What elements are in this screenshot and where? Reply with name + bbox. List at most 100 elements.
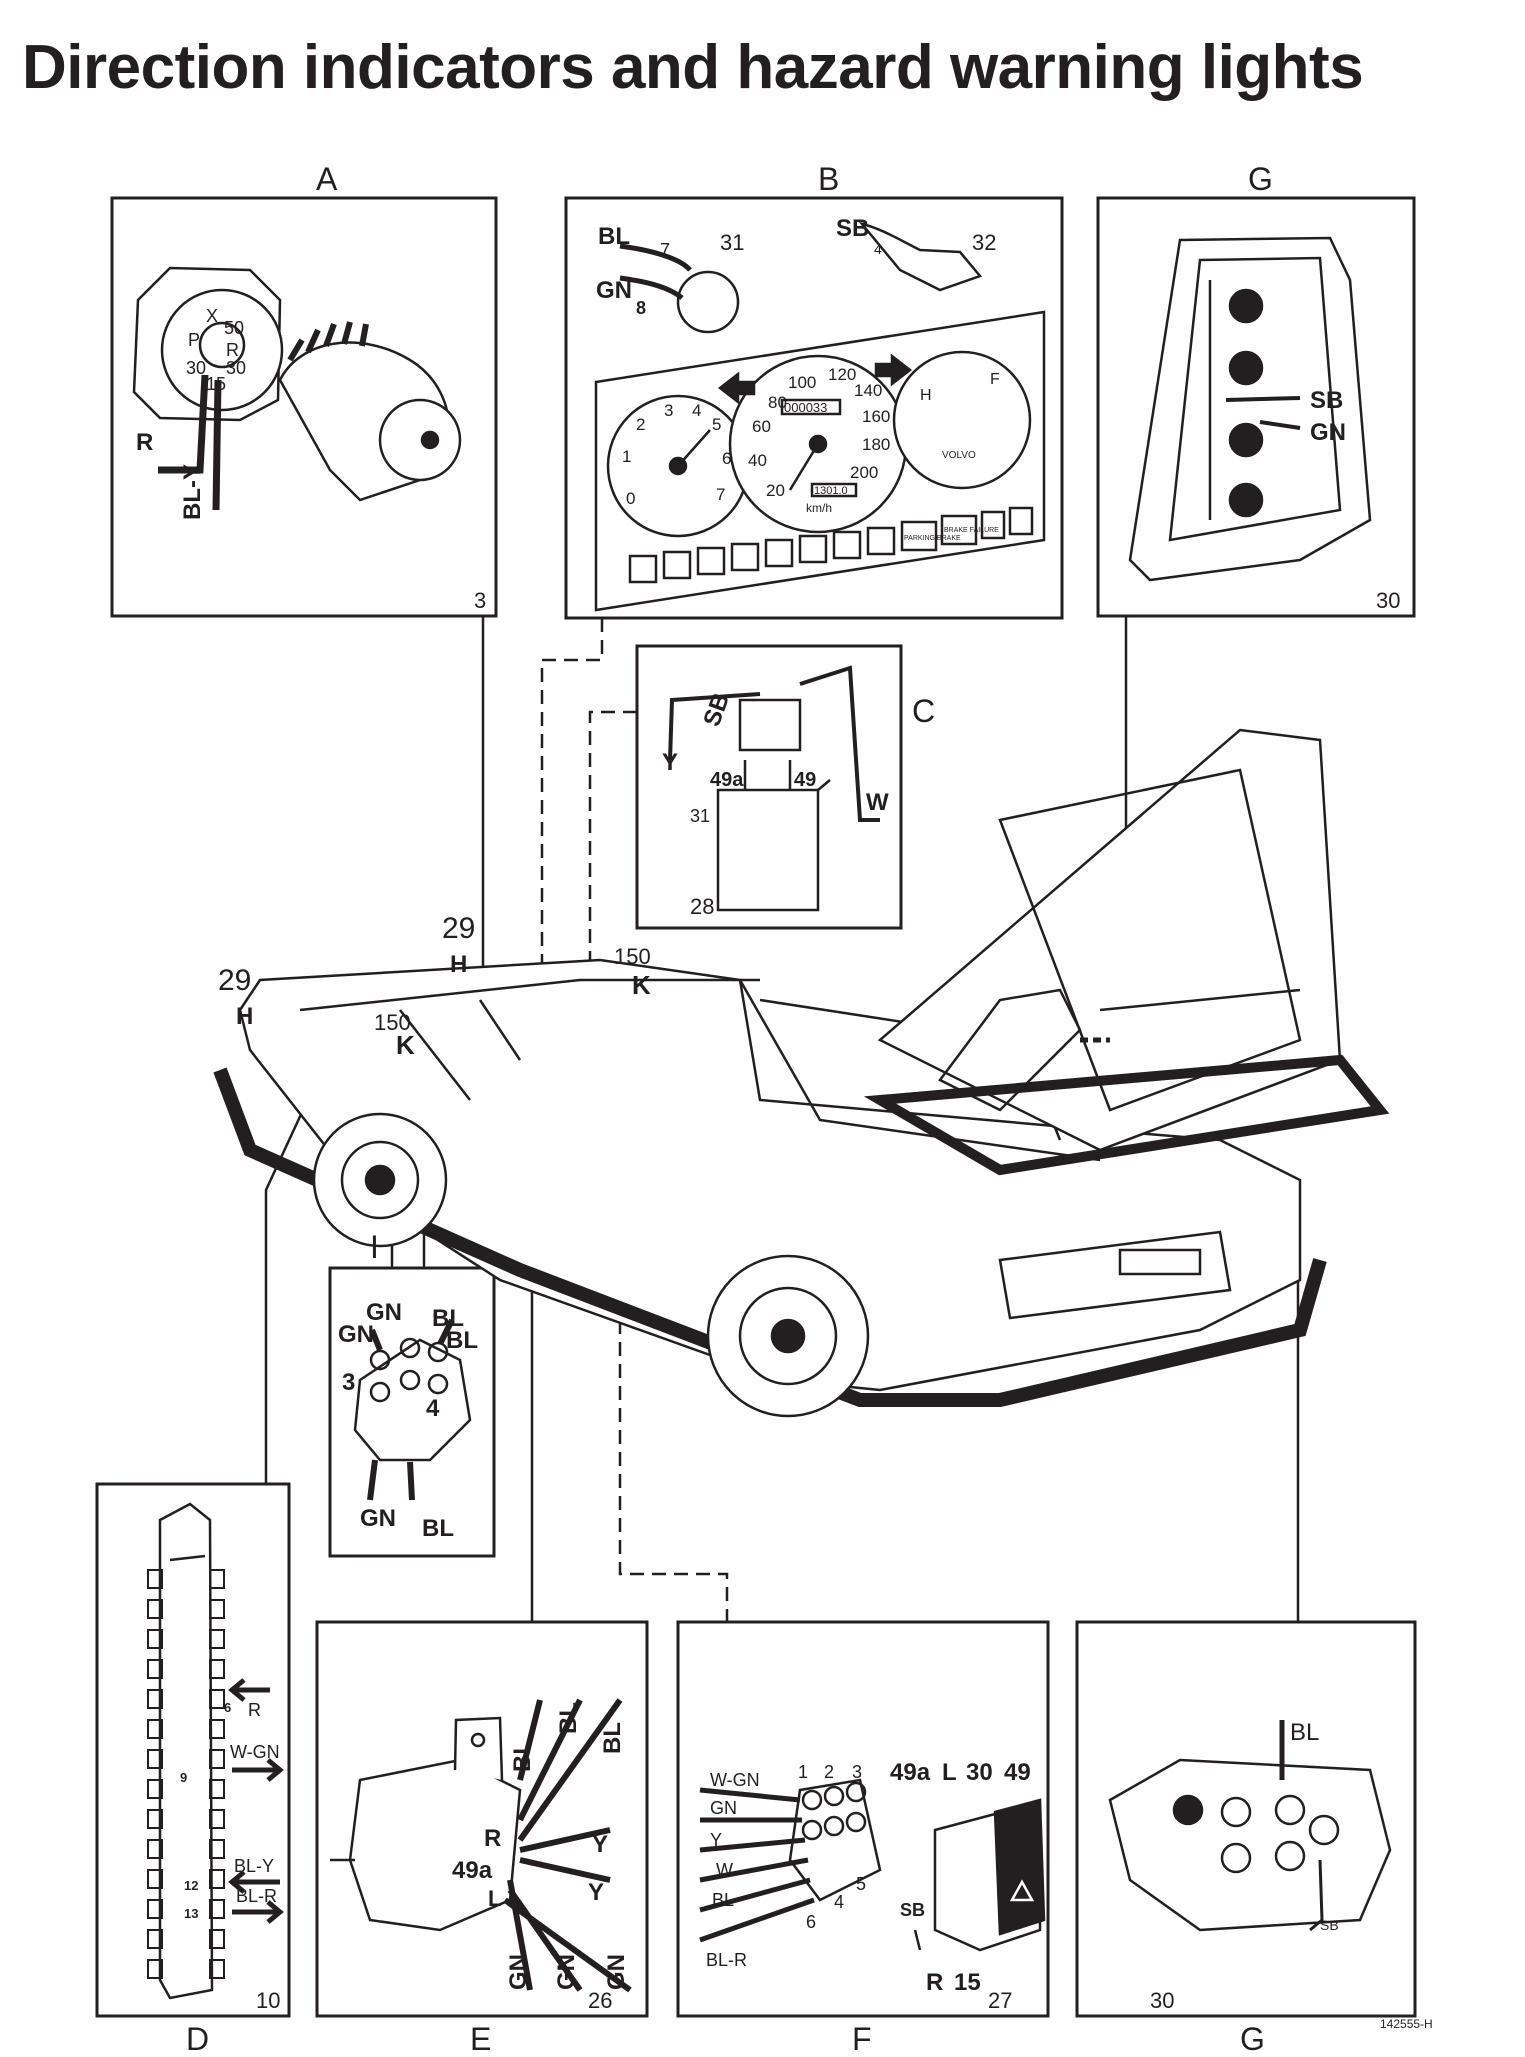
- flasher-relay-illustration: [668, 665, 880, 912]
- wire-label-bl-y: BL-Y: [179, 464, 206, 520]
- instrument-cluster-illustration: [594, 221, 1046, 612]
- terminal-49a: 49a: [710, 769, 744, 791]
- tach-1: 1: [622, 447, 631, 466]
- pin-5: 5: [856, 1874, 866, 1894]
- wire-label-y: Y: [592, 1831, 608, 1858]
- speedo-140: 140: [854, 381, 882, 400]
- fuse-12: 12: [184, 1878, 198, 1893]
- wire-label-y: Y: [588, 1879, 604, 1906]
- wire-label-gn: GN: [366, 1299, 402, 1326]
- tach-3: 3: [664, 401, 673, 420]
- switch-terminal-l: L: [942, 1759, 957, 1786]
- terminal-p: P: [188, 330, 200, 350]
- wire-label-sb: SB: [836, 215, 869, 242]
- terminal-r: R: [226, 340, 239, 360]
- callout-h-left: H: [236, 1003, 253, 1030]
- pin-3: 3: [852, 1762, 862, 1782]
- panel-frame-f: [676, 1620, 1050, 2018]
- pin-1: 1: [798, 1762, 808, 1782]
- wire-label-bl: BL: [446, 1327, 478, 1354]
- pin-4: 4: [874, 241, 882, 257]
- wire-label-bl: BL: [509, 1740, 536, 1772]
- wire-label-bl-y: BL-Y: [234, 1856, 274, 1876]
- panel-g-bottom-number: 30: [1150, 1988, 1174, 2013]
- fuse-6: 6: [224, 1700, 231, 1715]
- terminal-50: 50: [224, 318, 244, 338]
- warning-lamp-brake-failure: BRAKE FAILURE: [944, 527, 999, 534]
- panel-g-bottom-letter: G: [1240, 2021, 1265, 2057]
- panel-a-letter: A: [316, 161, 338, 197]
- connector-illustration: [353, 1318, 472, 1501]
- wire-label-sb: SB: [1320, 1917, 1339, 1933]
- callout-k-center: K: [632, 970, 651, 1000]
- tail-lamp-rear-illustration: [1108, 1720, 1392, 1932]
- wire-label-bl: BL: [712, 1890, 734, 1910]
- hazard-switch-illustration: [699, 1778, 1046, 1952]
- terminal-31: 31: [690, 806, 710, 826]
- pin-4: 4: [426, 1395, 440, 1422]
- fuse-box-illustration: [147, 1502, 284, 2000]
- pin-4: 4: [834, 1892, 844, 1912]
- wire-label-gn: GN: [1310, 419, 1346, 446]
- switch-terminal-49: 49: [1004, 1759, 1031, 1786]
- panel-c-letter: C: [912, 693, 935, 729]
- panel-g-top-letter: G: [1248, 161, 1273, 197]
- speedo-100: 100: [788, 373, 816, 392]
- trip-readout: 1301.0: [814, 485, 848, 497]
- wire-label-w: W: [716, 1860, 733, 1880]
- wire-label-sb: SB: [1310, 387, 1343, 414]
- speedo-20: 20: [766, 481, 785, 500]
- panel-d-number: 10: [256, 1988, 280, 2013]
- fuel-gauge-f: F: [990, 371, 1000, 388]
- panel-frame-e: [315, 1620, 649, 2018]
- tail-lamp-illustration: [1128, 236, 1372, 582]
- speedo-160: 160: [862, 407, 890, 426]
- callout-29-center: 29: [442, 912, 475, 945]
- panel-b-letter: B: [818, 161, 839, 197]
- panel-frame-g-bottom: [1075, 1620, 1417, 2018]
- ignition-switch-illustration: [132, 266, 462, 511]
- pin-8: 8: [636, 298, 646, 318]
- plug-number-31: 31: [720, 230, 744, 255]
- panel-f-letter: F: [852, 2021, 872, 2057]
- tach-7: 7: [716, 485, 725, 504]
- wire-label-r: R: [248, 1700, 261, 1720]
- wire-label-sb: SB: [900, 1900, 925, 1920]
- car-illustration: [213, 728, 1390, 1418]
- panel-frame-c: [635, 644, 903, 930]
- pin-l: L: [488, 1886, 501, 1911]
- wire-label-w-gn: W-GN: [230, 1742, 280, 1762]
- switch-terminal-30: 30: [966, 1759, 993, 1786]
- wire-label-bl: BL: [598, 223, 630, 250]
- terminal-49a: 49a: [452, 1857, 493, 1884]
- panel-e-letter: E: [470, 2021, 491, 2057]
- wire-label-gn: GN: [603, 1954, 630, 1990]
- wire-label-gn: GN: [710, 1798, 737, 1818]
- speedo-40: 40: [748, 451, 767, 470]
- panel-e-number: 26: [588, 1988, 612, 2013]
- tach-2: 2: [636, 415, 645, 434]
- wire-label-gn: GN: [596, 277, 632, 304]
- wire-label-w: W: [866, 789, 889, 816]
- wire-label-bl-r: BL-R: [236, 1886, 277, 1906]
- panel-g-top-number: 30: [1376, 588, 1400, 613]
- panel-f-number: 27: [988, 1988, 1012, 2013]
- tach-6: 6: [722, 449, 731, 468]
- wire-label-y: Y: [662, 749, 678, 776]
- turn-signal-switch-illustration: [330, 1698, 632, 1993]
- callout-150-left: 150: [374, 1010, 411, 1035]
- tach-4: 4: [692, 401, 701, 420]
- fuse-9: 9: [180, 1770, 187, 1785]
- panel-c-number: 28: [690, 894, 714, 919]
- wire-label-bl: BL: [432, 1305, 464, 1332]
- switch-terminal-49a: 49a: [890, 1759, 931, 1786]
- panel-i-letter: I: [370, 1229, 379, 1265]
- tach-0: 0: [626, 489, 635, 508]
- panel-frame-b: [564, 196, 1064, 620]
- panel-frame-d: [95, 1482, 291, 2018]
- pin-3: 3: [342, 1369, 355, 1396]
- wire-label-gn: GN: [360, 1505, 396, 1532]
- speedo-120: 120: [828, 365, 856, 384]
- switch-terminal-r: R: [926, 1969, 943, 1996]
